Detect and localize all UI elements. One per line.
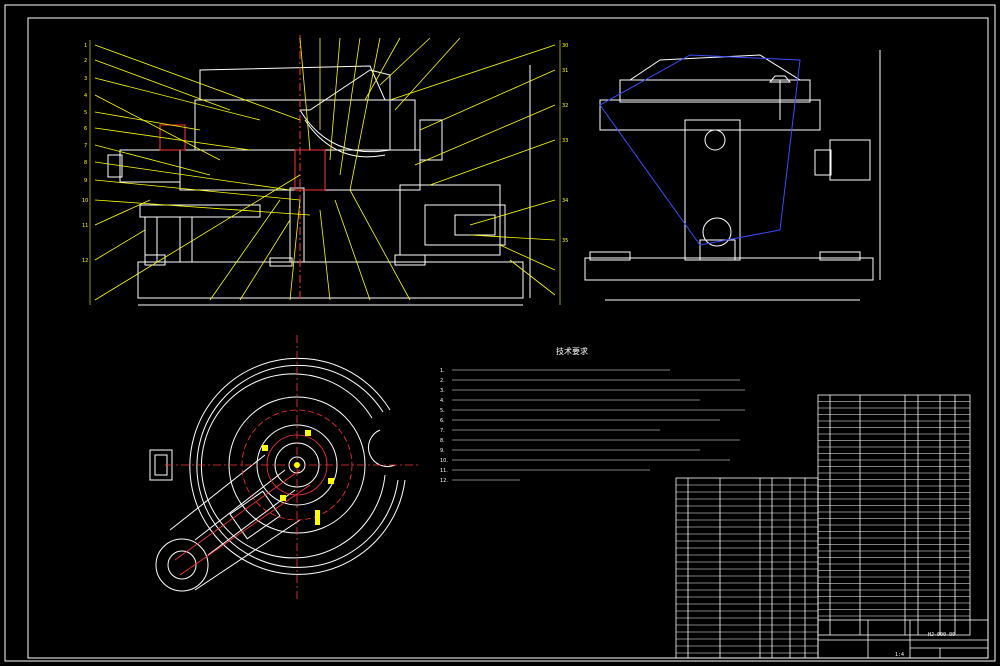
top-view-accents (262, 430, 334, 525)
front-view (107, 65, 531, 306)
svg-text:3: 3 (84, 76, 87, 82)
svg-text:33: 33 (562, 138, 568, 144)
svg-text:12: 12 (82, 258, 88, 264)
svg-text:10: 10 (82, 198, 88, 204)
svg-text:11: 11 (82, 223, 88, 229)
svg-text:34: 34 (562, 198, 568, 204)
svg-text:9: 9 (84, 178, 87, 184)
tech-req-item: 2. (440, 378, 445, 384)
front-view-hidden (159, 35, 326, 300)
parts-list-rows (676, 401, 970, 654)
tech-req-item: 6. (440, 418, 445, 424)
svg-text:31: 31 (562, 68, 568, 74)
tech-req-item: 3. (440, 388, 445, 394)
side-view (584, 50, 881, 301)
top-view-hidden (165, 335, 420, 600)
drawing-frame (4, 4, 996, 662)
tech-req-item: 4. (440, 398, 445, 404)
svg-text:35: 35 (562, 238, 568, 244)
tech-req-item: 9. (440, 448, 445, 454)
top-view (149, 357, 406, 592)
svg-text:2: 2 (84, 58, 87, 64)
parts-list-table-left (675, 477, 819, 659)
tech-requirements-list: 1. 2. 3. 4. 5. 6. 7. 8. 9. 10. 11. 12. (440, 368, 448, 484)
tech-req-item: 12. (440, 478, 448, 484)
svg-text:6: 6 (84, 126, 87, 132)
svg-text:4: 4 (84, 93, 87, 99)
tech-req-item: 10. (440, 458, 448, 464)
svg-text:32: 32 (562, 103, 568, 109)
svg-text:30: 30 (562, 43, 568, 49)
parts-list-table-right (817, 394, 971, 636)
tech-req-item: 1. (440, 368, 445, 374)
front-view-leaders (89, 37, 561, 305)
side-view-accent (599, 54, 801, 246)
title-block (817, 619, 989, 659)
tech-requirements-lines (452, 369, 745, 481)
tech-req-item: 8. (440, 438, 445, 444)
tech-requirements-title: 技术要求 (556, 346, 588, 356)
tech-req-item: 7. (440, 428, 445, 434)
drawing-scale: 1:4 (895, 652, 904, 658)
tech-req-item: 5. (440, 408, 445, 414)
svg-text:1: 1 (84, 43, 87, 49)
svg-text:5: 5 (84, 110, 87, 116)
tech-req-item: 11. (440, 468, 448, 474)
svg-text:7: 7 (84, 143, 87, 149)
drawing-number: HJ-000-00 (928, 632, 955, 638)
svg-text:8: 8 (84, 160, 87, 166)
